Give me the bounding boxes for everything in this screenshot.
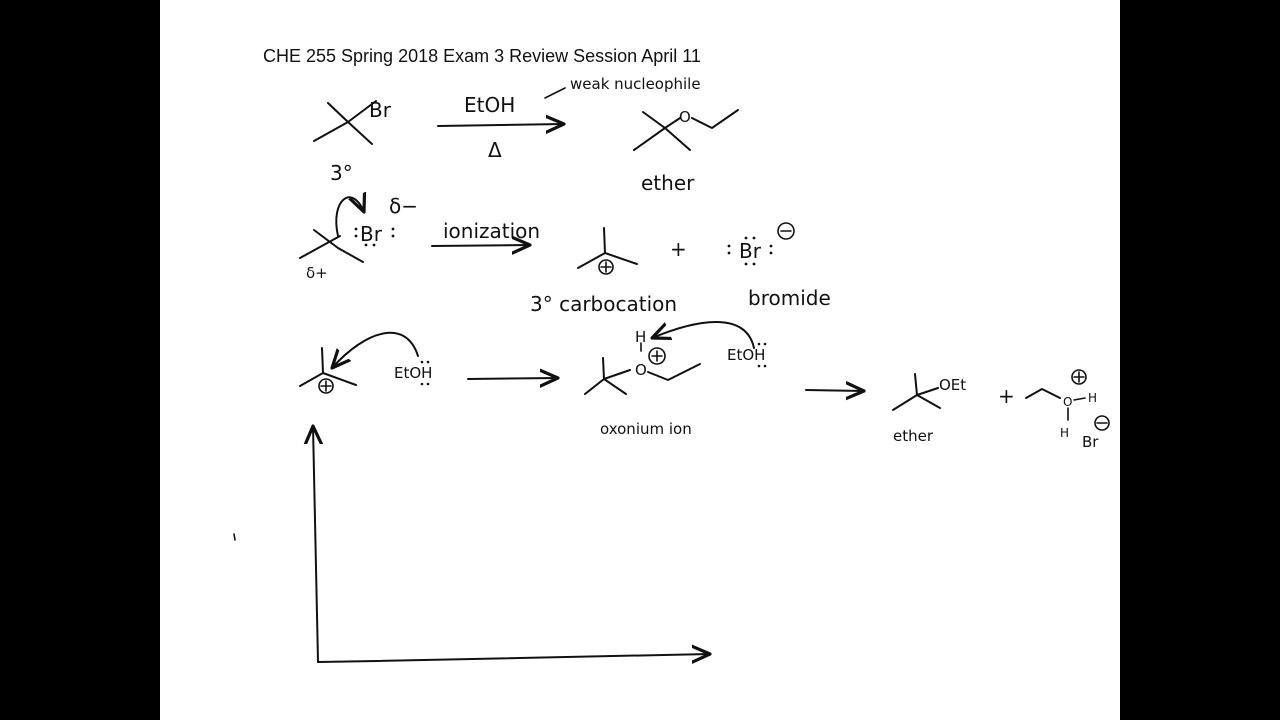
- row2-partial-positive: δ+: [306, 264, 328, 282]
- row2-bromide-lone-pairs: [727, 236, 773, 266]
- row3-oxonium-skeleton: [584, 342, 701, 395]
- row3-oxonium-o: O: [635, 361, 647, 379]
- row1-reagent: EtOH: [464, 93, 515, 117]
- row3-nucleophile-2-lone-pairs: [757, 342, 767, 368]
- energy-diagram-y-axis: [313, 426, 318, 663]
- row2-cation-label: 3° carbocation: [530, 292, 677, 316]
- row3-curved-arrow-2: [652, 321, 755, 349]
- row3-plus: +: [998, 384, 1015, 408]
- row1-product-skeleton: [633, 109, 739, 151]
- row3-oxonium-label: oxonium ion: [600, 420, 692, 438]
- row1-reactant-skeleton: [313, 100, 377, 145]
- row2-reaction-arrow: [431, 245, 530, 246]
- row3-product-skeleton: [892, 373, 941, 411]
- row3-ethanol-h-right: H: [1088, 391, 1097, 405]
- row2-partial-negative: δ−: [389, 194, 418, 218]
- row3-oxonium-h: H: [635, 328, 646, 346]
- row3-reaction-arrow-2: [805, 390, 864, 391]
- row2-step-label: ionization: [443, 219, 540, 243]
- stray-mark: [233, 533, 236, 541]
- row1-product-oxygen: O: [679, 108, 691, 126]
- row3-nucleophile-2: EtOH: [727, 346, 765, 364]
- energy-diagram-x-axis: [317, 654, 710, 662]
- row1-reaction-arrow: [437, 124, 564, 126]
- row2-curved-arrow: [335, 197, 364, 237]
- row3-ethanol-o: O: [1063, 395, 1072, 409]
- row3-nucleophile-1: EtOH: [394, 364, 432, 382]
- whiteboard-page: CHE 255 Spring 2018 Exam 3 Review Sessio…: [160, 0, 1120, 720]
- row3-product-group: OEt: [939, 376, 966, 394]
- handwritten-notes: Br 3° EtOH Δ weak nucleophile O ether δ−…: [233, 75, 1110, 720]
- row2-leaving-group: Br: [360, 222, 383, 246]
- row3-reaction-arrow-1: [467, 378, 558, 379]
- row2-reactant-skeleton: [299, 229, 364, 263]
- row2-leaving-group-lone-pairs: [354, 227, 395, 247]
- row3-curved-arrow-1: [332, 331, 419, 368]
- row3-ethanol-h-bottom: H: [1060, 426, 1069, 440]
- row2-bromide-symbol: Br: [739, 239, 762, 263]
- row1-note-pointer: [544, 87, 566, 99]
- row1-note: weak nucleophile: [570, 75, 701, 93]
- row1-reactant-br: Br: [369, 98, 392, 122]
- row3-product-label: ether: [893, 427, 934, 445]
- row2-anion-label: bromide: [748, 286, 831, 310]
- row1-degree-label: 3°: [330, 161, 353, 185]
- row3-nucleophile-1-lone-pairs: [420, 360, 430, 386]
- row3-counter-ion: Br: [1082, 433, 1099, 451]
- row1-product-label: ether: [641, 171, 695, 195]
- page-title: CHE 255 Spring 2018 Exam 3 Review Sessio…: [263, 46, 701, 66]
- row2-carbocation-skeleton: [577, 227, 638, 275]
- row3-carbocation-skeleton: [299, 347, 357, 394]
- row1-condition: Δ: [488, 138, 502, 162]
- row2-negative-charge-icon: [777, 222, 795, 240]
- row3-ethyloxonium-skeleton: [1025, 369, 1110, 431]
- row2-plus: +: [670, 237, 687, 261]
